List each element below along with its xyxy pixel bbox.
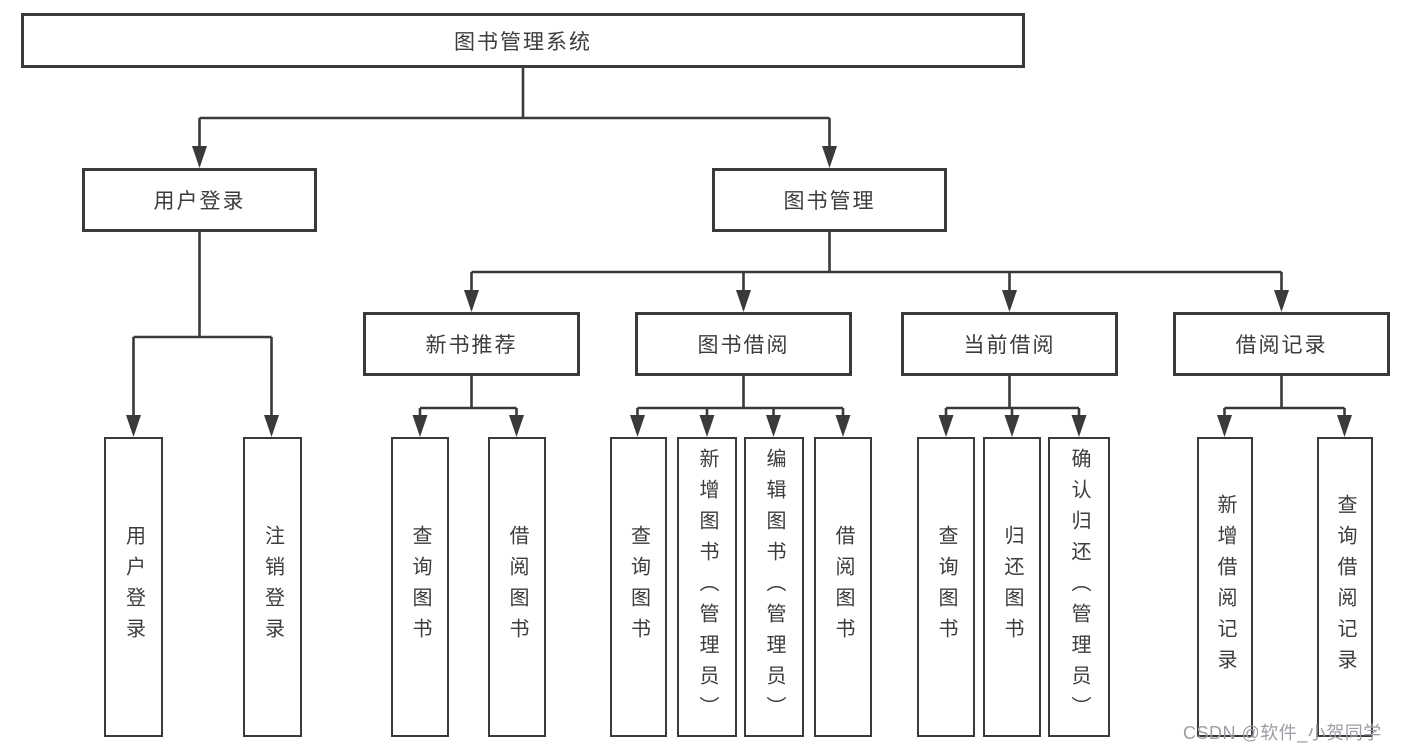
- leaf-query-books-borrow: 查询图书: [610, 437, 667, 737]
- leaf-confirm-return-admin: 确认归还（管理员）: [1048, 437, 1110, 737]
- node-book-management: 图书管理: [712, 168, 947, 232]
- connector-root-to-level2: [198, 68, 831, 154]
- leaf-query-books-newbooks: 查询图书: [391, 437, 449, 737]
- node-borrowing-records: 借阅记录: [1173, 312, 1390, 376]
- leaf-return-books: 归还图书: [983, 437, 1041, 737]
- leaf-borrow-books-newbooks: 借阅图书: [488, 437, 546, 737]
- connector-borrow-records-to-leaves: [1223, 376, 1346, 423]
- node-current-borrowing: 当前借阅: [901, 312, 1118, 376]
- leaf-query-borrow-record: 查询借阅记录: [1317, 437, 1373, 737]
- node-book-borrowing: 图书借阅: [635, 312, 852, 376]
- connector-user-login-to-leaves: [132, 232, 273, 423]
- leaf-add-borrow-record: 新增借阅记录: [1197, 437, 1253, 737]
- leaf-borrow-books: 借阅图书: [814, 437, 872, 737]
- leaf-query-books-current: 查询图书: [917, 437, 975, 737]
- connector-book-management-to-level3: [470, 232, 1283, 298]
- arrowheads: [126, 146, 1352, 437]
- connector-book-borrow-to-leaves: [636, 376, 845, 423]
- leaf-logout: 注销登录: [243, 437, 302, 737]
- leaf-add-books-admin: 新增图书（管理员）: [677, 437, 737, 737]
- node-library-management-system: 图书管理系统: [21, 13, 1025, 68]
- connector-new-books-to-leaves: [418, 376, 518, 423]
- node-new-book-recommendation: 新书推荐: [363, 312, 580, 376]
- leaf-edit-books-admin: 编辑图书（管理员）: [744, 437, 804, 737]
- node-user-login: 用户登录: [82, 168, 317, 232]
- leaf-user-login: 用户登录: [104, 437, 163, 737]
- csdn-watermark: CSDN @软件_小贺同学: [1183, 723, 1382, 743]
